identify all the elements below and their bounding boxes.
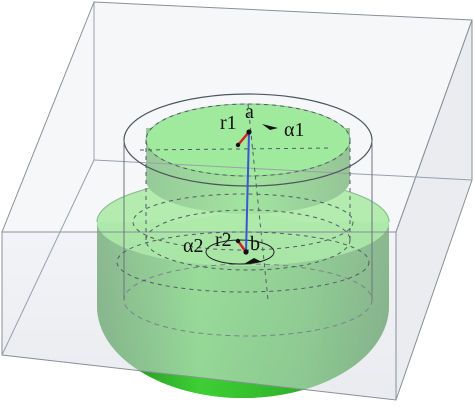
label-alpha1: α1 xyxy=(284,119,304,141)
radius-r1 xyxy=(237,131,250,146)
box-hidden-edge-2 xyxy=(93,159,473,181)
point-b xyxy=(243,249,249,255)
axis-line xyxy=(245,131,250,253)
center-dashed-line xyxy=(247,103,269,301)
label-r2: r2 xyxy=(215,229,232,251)
label-a: a xyxy=(245,101,254,123)
box-top-face xyxy=(1,1,473,233)
alpha2-marker xyxy=(244,258,262,264)
label-b: b xyxy=(250,233,260,255)
box-front-face xyxy=(1,231,397,401)
construction-lines xyxy=(116,103,370,301)
point-r2 xyxy=(235,238,241,244)
step-dashed-circle xyxy=(132,193,354,251)
point-a xyxy=(246,129,252,135)
box-hidden-edge-3 xyxy=(1,159,95,356)
point-r1 xyxy=(235,142,241,148)
label-alpha2: α2 xyxy=(183,235,203,257)
alpha1-marker xyxy=(262,124,278,130)
transparent-box xyxy=(1,1,473,401)
lower-mid-dashed-circle xyxy=(116,231,370,293)
label-r1: r1 xyxy=(220,112,237,134)
b-circle xyxy=(205,239,275,265)
